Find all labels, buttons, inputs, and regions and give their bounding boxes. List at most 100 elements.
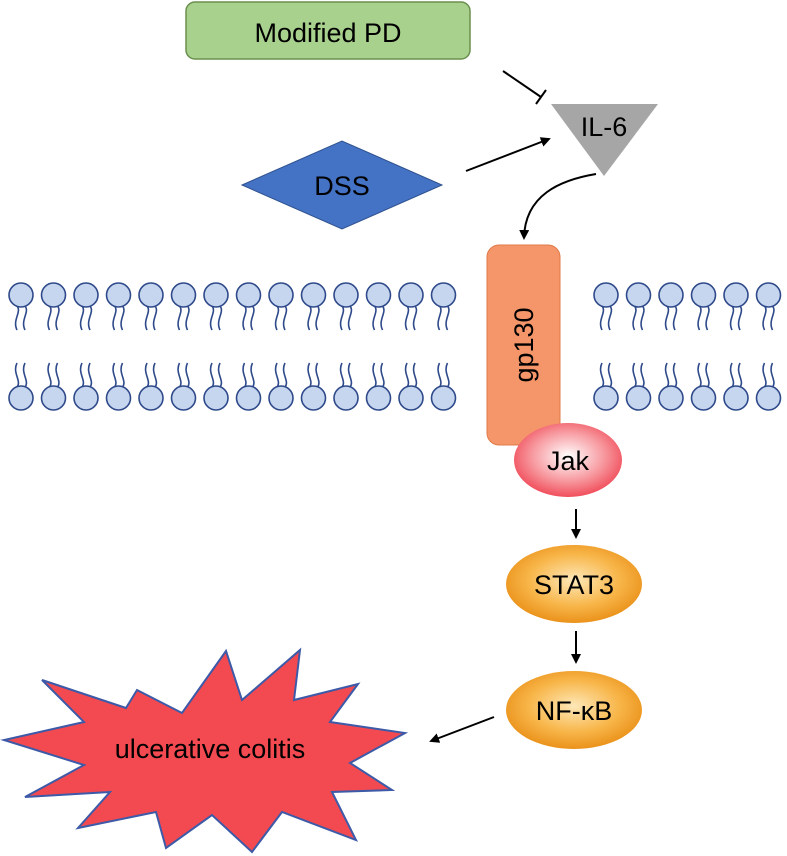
lipid-tail [315,362,320,388]
lipid-tail [274,305,280,331]
lipid-tail [185,362,190,388]
stat3-label: STAT3 [534,570,614,600]
lipid-head [658,282,684,308]
lipid-head [593,282,619,308]
lipid-head [365,282,392,308]
lipid-tail [282,362,288,388]
lipid-tail [274,362,280,388]
modified-pd-box [185,1,471,60]
lipid-tail [599,362,605,388]
uc-starburst [0,647,409,854]
lipid-head [723,385,749,411]
lipid-tail [672,362,678,388]
stat3-ellipse [506,545,642,623]
il6-label: IL-6 [581,112,628,142]
lipid-tail [177,305,182,331]
lipid-tail [437,362,442,388]
lipid-head [170,282,197,308]
lipid-tail [307,362,312,388]
lipid-tail [632,305,637,331]
lipid-tail [445,362,450,388]
lipid-tail [380,305,385,331]
lipid-tail [607,362,613,388]
dss-node: DSS [240,140,444,230]
edge-il6-gp130 [519,173,597,240]
lipid-tail [347,362,353,388]
lipid-tail [22,362,28,388]
lipid-head [138,385,164,411]
lipid-head [755,385,782,411]
lipid-head [170,385,197,411]
lipid-tail [347,305,353,331]
lipid-tail [640,362,645,388]
lipid-tail [209,362,215,388]
lipid-tail [177,362,182,388]
lipid-head [365,385,392,411]
lipid-tail [697,362,702,388]
lipid-tail [445,305,450,331]
lipid-tail [632,362,637,388]
lipid-tail [697,305,702,331]
lipid-tail [152,362,158,388]
lipid-tail [120,305,125,331]
jak-label: Jak [547,446,590,476]
nfkb-node: NF-κB [506,671,642,749]
nfkb-label: NF-κB [536,696,613,726]
lipid-head [755,282,782,308]
lipid-tail [770,362,775,388]
lipid-tail [412,362,418,388]
lipid-head [430,282,457,308]
lipid-tail [737,305,743,331]
lipid-head [333,282,359,308]
lipid-tail [217,305,223,331]
lipid-tail [380,362,385,388]
jak-ellipse [514,423,622,497]
edge-dss-il6 [465,137,551,172]
lipid-head [658,385,684,411]
lipid-head [430,385,457,411]
lipid-tail [87,305,93,331]
lipid-tail [242,362,247,388]
lipid-tail [339,305,345,331]
lipid-tail [762,362,767,388]
dss-diamond [240,140,444,230]
lipid-head [203,282,229,308]
lipid-tail [599,305,605,331]
lipid-tail [47,362,52,388]
lipid-head [235,385,262,411]
lipid-head [690,282,717,308]
lipid-tail [112,362,117,388]
lipid-head [105,385,132,411]
lipid-head [203,385,229,411]
lipid-tail [372,362,377,388]
lipid-head [723,282,749,308]
lipid-tail [640,305,645,331]
lipid-head [73,385,99,411]
lipid-tail [87,362,93,388]
lipid-tail [404,362,410,388]
stat3-node: STAT3 [506,545,642,623]
lipid-tail [152,305,158,331]
lipid-tail [120,362,125,388]
nfkb-ellipse [506,671,642,749]
gp130-node: gp130 [486,244,561,446]
lipid-tail [144,305,150,331]
lipid-head [300,385,327,411]
lipid-tail [315,305,320,331]
lipid-tail [144,362,150,388]
lipid-head [593,385,619,411]
lipid-tail [607,305,613,331]
lipid-tail [55,362,60,388]
lipid-tail [404,305,410,331]
lipid-tail [762,305,767,331]
lipid-head [8,385,34,411]
lipid-head [333,385,359,411]
modified-pd-label: Modified PD [254,18,401,48]
edge-inhibition-pd-il6 [502,70,547,105]
lipid-tail [372,305,377,331]
lipid-bilayer [8,282,782,411]
lipid-tail [664,305,670,331]
lipid-tail [47,305,52,331]
lipid-tail [770,305,775,331]
